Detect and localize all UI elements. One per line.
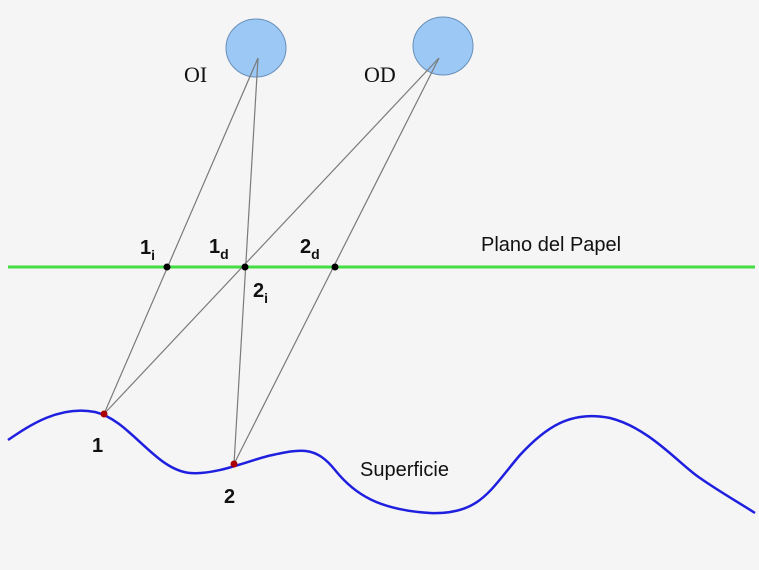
surface-curve bbox=[7, 409, 756, 515]
label-2d-base: 2 bbox=[300, 236, 311, 258]
ray-left-eye-to-point-1 bbox=[103, 57, 259, 415]
label-1i-base: 1 bbox=[140, 237, 151, 259]
label-2i-base: 2 bbox=[253, 280, 264, 302]
label-point-1: 1 bbox=[92, 435, 103, 457]
label-1d-sub: d bbox=[220, 246, 229, 262]
label-1d: 1d bbox=[209, 236, 229, 262]
surface-label: Superficie bbox=[360, 459, 449, 481]
ray-left-eye-to-point-2 bbox=[233, 57, 259, 465]
ray-right-eye-to-point-2 bbox=[233, 57, 440, 465]
plane-point-1i bbox=[163, 263, 171, 271]
right-eye bbox=[412, 16, 474, 76]
left-eye-circle bbox=[225, 18, 287, 78]
label-2d: 2d bbox=[300, 236, 320, 262]
surface-point-1 bbox=[100, 410, 108, 418]
label-2i: 2i bbox=[253, 280, 268, 306]
right-eye-circle bbox=[412, 16, 474, 76]
label-point-2: 2 bbox=[224, 486, 235, 508]
label-2d-sub: d bbox=[311, 246, 320, 262]
label-1d-base: 1 bbox=[209, 236, 220, 258]
plane-point-1d-2i bbox=[241, 263, 249, 271]
ray-right-eye-to-point-1 bbox=[103, 57, 440, 415]
right-eye-label: OD bbox=[364, 62, 396, 87]
surface-point-2 bbox=[230, 460, 238, 468]
left-eye bbox=[225, 18, 287, 78]
projection-rays bbox=[103, 57, 440, 465]
label-2i-sub: i bbox=[264, 290, 268, 306]
label-1i-sub: i bbox=[151, 247, 155, 263]
plane-label: Plano del Papel bbox=[481, 234, 621, 256]
plane-point-2d bbox=[331, 263, 339, 271]
label-1i: 1i bbox=[140, 237, 155, 263]
left-eye-label: OI bbox=[184, 62, 207, 87]
